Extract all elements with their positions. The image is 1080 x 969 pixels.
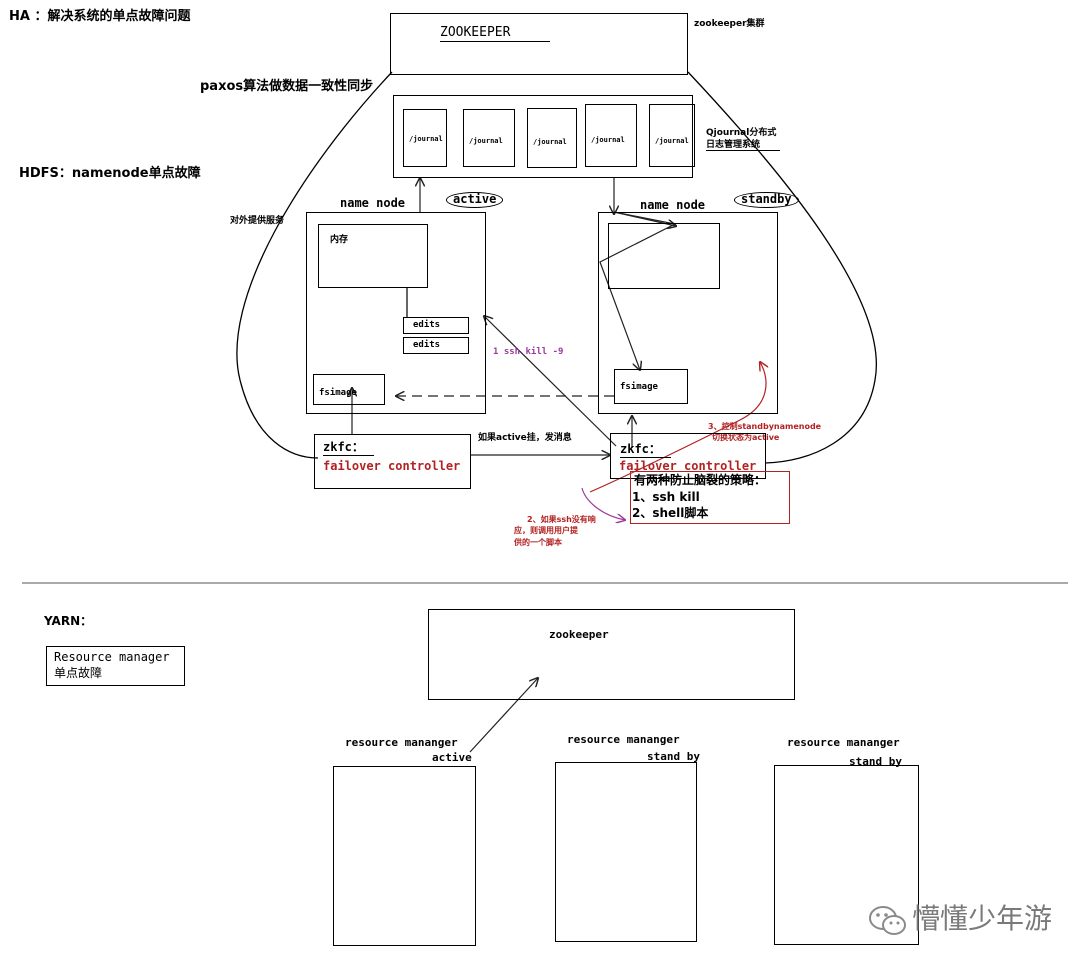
watermark-text: 懵懂少年游 bbox=[912, 902, 1053, 935]
memory-box bbox=[318, 224, 428, 288]
edits-label-1: edits bbox=[413, 320, 441, 330]
ha-title: HA ：解决系统的单点故障问题 bbox=[9, 9, 191, 24]
standby-badge: standby bbox=[734, 192, 799, 208]
namenode-left-label: name node bbox=[340, 196, 406, 210]
external-service-label: 对外提供服务 bbox=[230, 216, 285, 226]
wechat-icon bbox=[869, 906, 906, 935]
journal-box-1 bbox=[403, 109, 447, 167]
edits-label-2: edits bbox=[413, 340, 441, 350]
journal-label-1: /journal bbox=[409, 135, 443, 143]
yarn-zookeeper-box bbox=[428, 609, 795, 700]
if-active-down-label: 如果active挂，发消息 bbox=[478, 433, 572, 443]
journal-box-5 bbox=[649, 104, 695, 167]
hdfs-label: HDFS：namenode单点故障 bbox=[19, 166, 201, 181]
ssh-kill-label: 1 ssh kill -9 bbox=[493, 347, 564, 357]
zookeeper-box bbox=[390, 13, 688, 75]
zkfc-left-label: zkfc： bbox=[323, 440, 374, 456]
rm3-box bbox=[774, 765, 919, 945]
rm3-label: resource mananger bbox=[787, 736, 900, 749]
memory-label: 内存 bbox=[330, 235, 349, 245]
paxos-label: paxos算法做数据一致性同步 bbox=[200, 79, 374, 94]
standby-memory-box bbox=[608, 223, 720, 289]
zookeeper-cluster-label: zookeeper集群 bbox=[694, 19, 765, 29]
rm-single-point-line-1: Resource manager bbox=[54, 650, 170, 664]
journal-box-2 bbox=[463, 109, 515, 167]
control-label-2: 切换状态为active bbox=[712, 433, 780, 442]
ssh-fail-label-1: 2、如果ssh没有响 bbox=[527, 515, 596, 524]
control-curve bbox=[589, 362, 766, 493]
ssh-fail-label-3: 供的一个脚本 bbox=[514, 538, 562, 547]
failover-right-label: failover controller bbox=[619, 459, 757, 473]
edits-box-1 bbox=[403, 317, 469, 334]
failover-left-label: failover controller bbox=[323, 459, 461, 473]
split-brain-1: 1、ssh kill bbox=[632, 490, 700, 504]
rm-single-point-box bbox=[46, 646, 185, 686]
qjournal-label-2: 日志管理系统 bbox=[706, 140, 781, 152]
yarn-zookeeper-label: zookeeper bbox=[549, 628, 609, 641]
qjournal-label-1: Qjournal分布式 bbox=[706, 128, 777, 138]
rm2-state: stand by bbox=[647, 750, 700, 763]
zookeeper-label: ZOOKEEPER bbox=[440, 25, 551, 42]
journal-cluster-box bbox=[393, 95, 693, 178]
journal-label-3: /journal bbox=[533, 138, 567, 146]
zkfc-right-label: zkfc： bbox=[620, 442, 671, 458]
script-curve bbox=[581, 487, 625, 520]
zookeeper-left-curve bbox=[236, 71, 393, 459]
rm3-state: stand by bbox=[849, 755, 902, 768]
namenode-right-label: name node bbox=[640, 198, 706, 212]
fsimage-right-box bbox=[614, 369, 688, 404]
split-brain-2: 2、shell脚本 bbox=[632, 506, 709, 520]
journal-label-4: /journal bbox=[591, 136, 625, 144]
yarn-title: YARN： bbox=[44, 614, 93, 628]
split-brain-title: 有两种防止脑裂的策略： bbox=[634, 473, 767, 487]
active-badge: active bbox=[446, 192, 504, 208]
zkfc-left-box bbox=[314, 434, 471, 489]
zookeeper-right-curve bbox=[687, 71, 877, 464]
rm2-box bbox=[555, 762, 697, 942]
control-label-1: 3、控制standbynamenode bbox=[708, 422, 822, 431]
standby-sync-path bbox=[599, 211, 677, 370]
zkfc-right-box bbox=[610, 433, 766, 479]
namenode-standby-box bbox=[598, 212, 778, 414]
ssh-fail-label-2: 应，则调用用户提 bbox=[514, 526, 578, 535]
journal-box-4 bbox=[585, 104, 637, 167]
namenode-active-box bbox=[306, 212, 486, 414]
rm-single-point-line-2: 单点故障 bbox=[54, 666, 103, 680]
rm2-label: resource mananger bbox=[567, 733, 680, 746]
fsimage-left-box bbox=[313, 374, 385, 405]
journal-box-3 bbox=[527, 108, 577, 168]
rm1-box bbox=[333, 766, 476, 946]
rm1-label: resource mananger bbox=[345, 736, 458, 749]
journal-label-2: /journal bbox=[469, 137, 503, 145]
rm1-state: active bbox=[432, 751, 472, 764]
rm-active-to-zookeeper-arrow bbox=[469, 678, 538, 753]
ssh-kill-arrow bbox=[484, 316, 617, 447]
journal-label-5: /journal bbox=[655, 137, 689, 145]
fsimage-right-label: fsimage bbox=[620, 382, 658, 392]
edits-box-2 bbox=[403, 337, 469, 354]
fsimage-left-label: fsimage bbox=[319, 388, 357, 398]
split-brain-box bbox=[630, 471, 790, 524]
